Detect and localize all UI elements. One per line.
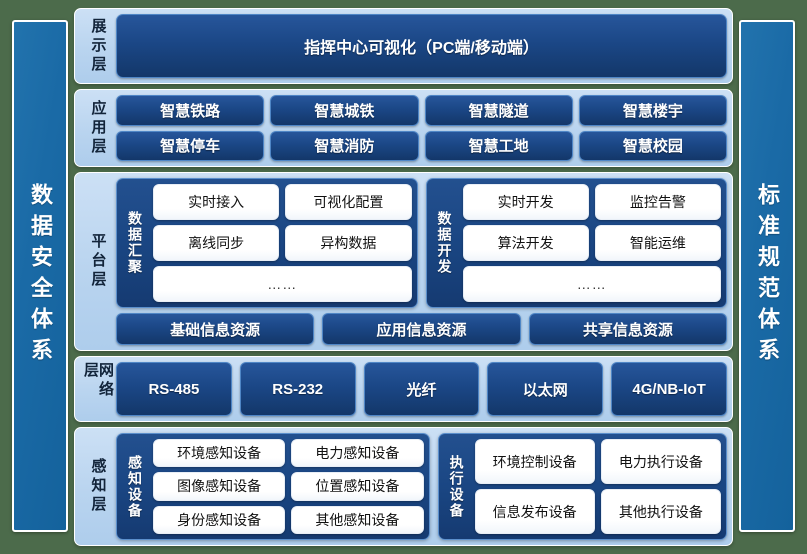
app-item-smart-parking[interactable]: 智慧停车 (116, 130, 265, 161)
layer-application-body: 智慧铁路 智慧城铁 智慧隧道 智慧楼宇 智慧停车 智慧消防 智慧工地 智慧校园 (116, 95, 727, 161)
layer-perception-caption-text: 感知层 (89, 458, 107, 515)
layer-platform-caption-text: 平台层 (89, 233, 107, 290)
development-row-2: 算法开发 智能运维 (462, 225, 721, 261)
layer-perception: 感知层 感知设备 环境感知设备 电力感知设备 (74, 427, 733, 546)
platform-group-data-development-title-text: 数据开发 (436, 211, 453, 275)
resource-item-basic-information[interactable]: 基础信息资源 (116, 313, 315, 345)
development-item-monitoring-alert[interactable]: 监控告警 (594, 184, 721, 220)
layer-display-caption: 展示层 (80, 14, 116, 78)
sensing-item-other[interactable]: 其他感知设备 (291, 505, 424, 534)
left-pillar-label: 数据安全体系 (28, 183, 53, 369)
sensing-item-image[interactable]: 图像感知设备 (153, 472, 286, 501)
layer-application-caption-text: 应用层 (89, 99, 107, 157)
layer-display-caption-text: 展示层 (89, 17, 107, 75)
right-pillar-standards: 标准规范体系 (739, 20, 795, 532)
application-row-2: 智慧停车 智慧消防 智慧工地 智慧校园 (116, 130, 727, 161)
development-item-algorithm-dev[interactable]: 算法开发 (462, 225, 589, 261)
aggregation-row-1: 实时接入 可视化配置 (153, 184, 412, 220)
layer-perception-caption: 感知层 (80, 433, 116, 540)
layer-application-caption: 应用层 (80, 95, 116, 161)
development-item-more[interactable]: …… (462, 266, 721, 302)
app-item-smart-railway[interactable]: 智慧铁路 (116, 95, 265, 126)
layer-application: 应用层 智慧铁路 智慧城铁 智慧隧道 智慧楼宇 智慧停车 智慧消防 智慧工地 智… (74, 89, 733, 167)
architecture-diagram: 数据安全体系 展示层 指挥中心可视化（PC端/移动端） 应用层 智慧铁路 智慧城… (12, 8, 795, 546)
actuating-row-2: 信息发布设备 其他执行设备 (474, 489, 721, 534)
network-item-ethernet[interactable]: 以太网 (487, 362, 604, 416)
aggregation-item-offline-sync[interactable]: 离线同步 (153, 225, 280, 261)
actuating-item-power-execution[interactable]: 电力执行设备 (600, 439, 721, 484)
app-item-smart-tunnel[interactable]: 智慧隧道 (424, 95, 573, 126)
layer-network: 网络层 RS-485 RS-232 光纤 以太网 4G/NB-IoT (74, 356, 733, 422)
layer-network-body: RS-485 RS-232 光纤 以太网 4G/NB-IoT (116, 362, 727, 416)
aggregation-item-realtime-ingest[interactable]: 实时接入 (153, 184, 280, 220)
development-row-3: …… (462, 266, 721, 302)
app-item-smart-campus[interactable]: 智慧校园 (578, 130, 727, 161)
sensing-row-3: 身份感知设备 其他感知设备 (153, 505, 424, 534)
layer-platform-caption: 平台层 (80, 178, 116, 345)
platform-group-data-aggregation-grid: 实时接入 可视化配置 离线同步 异构数据 …… (153, 184, 412, 302)
aggregation-row-2: 离线同步 异构数据 (153, 225, 412, 261)
perception-groups: 感知设备 环境感知设备 电力感知设备 图像感知设备 位置感知设备 (116, 433, 727, 540)
network-items: RS-485 RS-232 光纤 以太网 4G/NB-IoT (116, 362, 727, 416)
layer-platform-body: 数据汇聚 实时接入 可视化配置 离线同步 异构数据 (116, 178, 727, 345)
perception-group-sensing-title: 感知设备 (122, 439, 148, 534)
left-pillar-data-security: 数据安全体系 (12, 20, 68, 532)
aggregation-item-visual-config[interactable]: 可视化配置 (285, 184, 412, 220)
layer-perception-body: 感知设备 环境感知设备 电力感知设备 图像感知设备 位置感知设备 (116, 433, 727, 540)
sensing-item-environment[interactable]: 环境感知设备 (153, 439, 286, 468)
display-banner-command-center[interactable]: 指挥中心可视化（PC端/移动端） (116, 14, 727, 78)
sensing-item-location[interactable]: 位置感知设备 (291, 472, 424, 501)
right-pillar-label: 标准规范体系 (755, 183, 780, 369)
development-row-1: 实时开发 监控告警 (462, 184, 721, 220)
network-item-fiber[interactable]: 光纤 (363, 362, 480, 416)
sensing-row-2: 图像感知设备 位置感知设备 (153, 472, 424, 501)
app-item-smart-firefighting[interactable]: 智慧消防 (270, 130, 419, 161)
layer-network-caption: 网络层 (80, 362, 116, 416)
actuating-row-1: 环境控制设备 电力执行设备 (474, 439, 721, 484)
network-item-4g-nbiot[interactable]: 4G/NB-IoT (611, 362, 727, 416)
actuating-item-other[interactable]: 其他执行设备 (600, 489, 721, 534)
perception-actuating-grid: 环境控制设备 电力执行设备 信息发布设备 其他执行设备 (474, 439, 721, 534)
sensing-row-1: 环境感知设备 电力感知设备 (153, 439, 424, 468)
actuating-item-environment-control[interactable]: 环境控制设备 (474, 439, 595, 484)
resource-item-application-information[interactable]: 应用信息资源 (322, 313, 521, 345)
layer-network-caption-text: 网络层 (82, 362, 114, 400)
perception-group-actuating-title: 执行设备 (444, 439, 470, 534)
application-row-1: 智慧铁路 智慧城铁 智慧隧道 智慧楼宇 (116, 95, 727, 126)
app-item-smart-construction[interactable]: 智慧工地 (424, 130, 573, 161)
sensing-item-power[interactable]: 电力感知设备 (291, 439, 424, 468)
layer-stack: 展示层 指挥中心可视化（PC端/移动端） 应用层 智慧铁路 智慧城铁 智慧隧道 … (74, 8, 733, 546)
layer-display: 展示层 指挥中心可视化（PC端/移动端） (74, 8, 733, 84)
perception-sensing-grid: 环境感知设备 电力感知设备 图像感知设备 位置感知设备 身份感知设备 其他感知设… (153, 439, 424, 534)
app-item-smart-metro[interactable]: 智慧城铁 (270, 95, 419, 126)
aggregation-item-more[interactable]: …… (153, 266, 412, 302)
app-item-smart-building[interactable]: 智慧楼宇 (578, 95, 727, 126)
sensing-item-identity[interactable]: 身份感知设备 (153, 505, 286, 534)
platform-group-data-aggregation-title-text: 数据汇聚 (127, 211, 143, 275)
network-item-rs232[interactable]: RS-232 (239, 362, 356, 416)
layer-display-body: 指挥中心可视化（PC端/移动端） (116, 14, 727, 78)
platform-group-data-aggregation-title: 数据汇聚 (122, 184, 148, 302)
resource-item-shared-information[interactable]: 共享信息资源 (528, 313, 727, 345)
perception-group-actuating-title-text: 执行设备 (448, 454, 465, 519)
aggregation-row-3: …… (153, 266, 412, 302)
platform-group-data-development-title: 数据开发 (432, 184, 458, 302)
perception-group-sensing-devices: 感知设备 环境感知设备 电力感知设备 图像感知设备 位置感知设备 (116, 433, 430, 540)
platform-groups: 数据汇聚 实时接入 可视化配置 离线同步 异构数据 (116, 178, 727, 308)
platform-group-data-aggregation: 数据汇聚 实时接入 可视化配置 离线同步 异构数据 (116, 178, 418, 308)
perception-group-actuating-devices: 执行设备 环境控制设备 电力执行设备 信息发布设备 其他执行设备 (437, 433, 727, 540)
development-item-realtime-dev[interactable]: 实时开发 (462, 184, 589, 220)
layer-platform: 平台层 数据汇聚 实时接入 可视化配置 (74, 172, 733, 351)
development-item-smart-ops[interactable]: 智能运维 (594, 225, 721, 261)
platform-resources: 基础信息资源 应用信息资源 共享信息资源 (116, 313, 727, 345)
platform-group-data-development: 数据开发 实时开发 监控告警 算法开发 智能运维 (425, 178, 727, 308)
perception-group-sensing-title-text: 感知设备 (127, 454, 143, 519)
actuating-item-information-release[interactable]: 信息发布设备 (474, 489, 595, 534)
platform-group-data-development-grid: 实时开发 监控告警 算法开发 智能运维 …… (462, 184, 721, 302)
aggregation-item-heterogeneous-data[interactable]: 异构数据 (285, 225, 412, 261)
network-item-rs485[interactable]: RS-485 (116, 362, 232, 416)
